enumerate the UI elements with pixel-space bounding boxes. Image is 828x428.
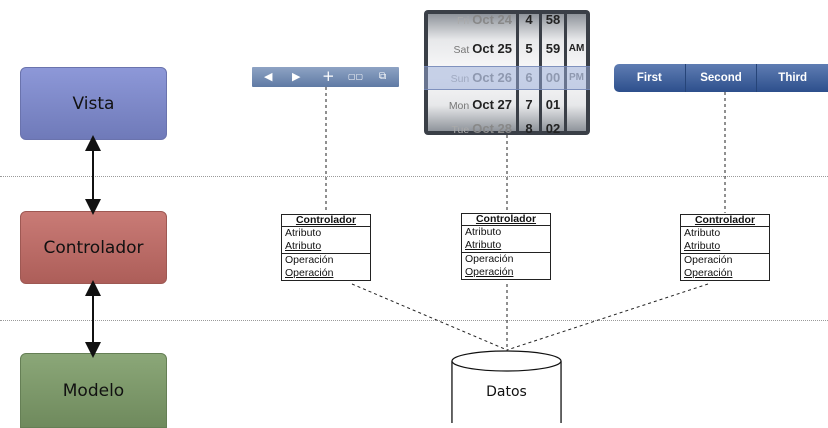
picker-date: Oct 24 (472, 12, 512, 27)
database-label: Datos (486, 384, 527, 400)
vista-label: Vista (72, 93, 115, 114)
controller-class-box: Controlador Atributo Atributo Operación … (680, 214, 770, 281)
class-attribute: Atributo (465, 239, 502, 251)
class-attribute: Atributo (465, 226, 502, 238)
copy-icon[interactable]: ⧉ (379, 71, 387, 82)
picker-minute[interactable]: 59 (545, 41, 561, 56)
picker-minute[interactable]: 58 (545, 12, 561, 27)
picker-date: Oct 27 (472, 97, 512, 112)
add-icon[interactable]: + (322, 67, 335, 85)
class-attribute: Atributo (684, 227, 721, 239)
controlador-label: Controlador (43, 237, 144, 258)
picker-minute[interactable]: 01 (545, 97, 561, 112)
layer-separator-bottom (0, 320, 828, 321)
class-attribute: Atributo (684, 240, 721, 252)
picker-date: Oct 25 (472, 41, 512, 56)
play-icon[interactable]: ▶ (292, 70, 301, 83)
picker-day: Mon (448, 100, 470, 112)
picker-hour[interactable]: 5 (525, 41, 533, 56)
picker-date: Oct 28 (472, 121, 512, 135)
vista-box: Vista (20, 67, 167, 140)
class-operation: Operación (282, 253, 370, 267)
controlador-box: Controlador (20, 211, 167, 284)
class-title: Controlador (282, 215, 370, 227)
database-cylinder-icon (451, 350, 562, 423)
class1-db-link (351, 283, 508, 351)
segmented-control: First Second Third (614, 64, 828, 92)
controller-class-box: Controlador Atributo Atributo Operación … (281, 214, 371, 281)
toolbar: ◀ ▶ + ▢▢ ⧉ (252, 67, 399, 87)
picker-day: Fri (457, 15, 470, 27)
controller-class-box: Controlador Atributo Atributo Operación … (461, 213, 551, 280)
class-title: Controlador (462, 214, 550, 226)
class-operation: Operación (684, 267, 733, 279)
class-attribute: Atributo (285, 240, 322, 252)
picker-day: Sat (453, 44, 470, 56)
picker-hour[interactable]: 8 (525, 121, 533, 135)
modelo-box: Modelo (20, 353, 167, 428)
picker-hour[interactable]: 4 (525, 12, 533, 27)
class3-db-link (506, 283, 709, 351)
class-operation: Operación (681, 253, 769, 267)
class-title: Controlador (681, 215, 769, 227)
picker-hour[interactable]: 7 (525, 97, 533, 112)
segment-third[interactable]: Third (778, 72, 808, 84)
picker-minute[interactable]: 02 (545, 121, 561, 135)
picker-ampm[interactable]: AM (568, 43, 585, 54)
picker-selection-bar (424, 66, 590, 90)
picker-day: Tue (451, 124, 470, 135)
segment-second[interactable]: Second (686, 64, 758, 92)
layer-separator-top (0, 176, 828, 177)
book-icon[interactable]: ▢▢ (348, 72, 364, 81)
segment-first[interactable]: First (614, 64, 686, 92)
modelo-label: Modelo (62, 380, 125, 401)
rewind-icon[interactable]: ◀ (264, 70, 273, 83)
class-operation: Operación (465, 266, 514, 278)
class-operation: Operación (285, 267, 334, 279)
class-attribute: Atributo (285, 227, 322, 239)
class-operation: Operación (462, 252, 550, 266)
